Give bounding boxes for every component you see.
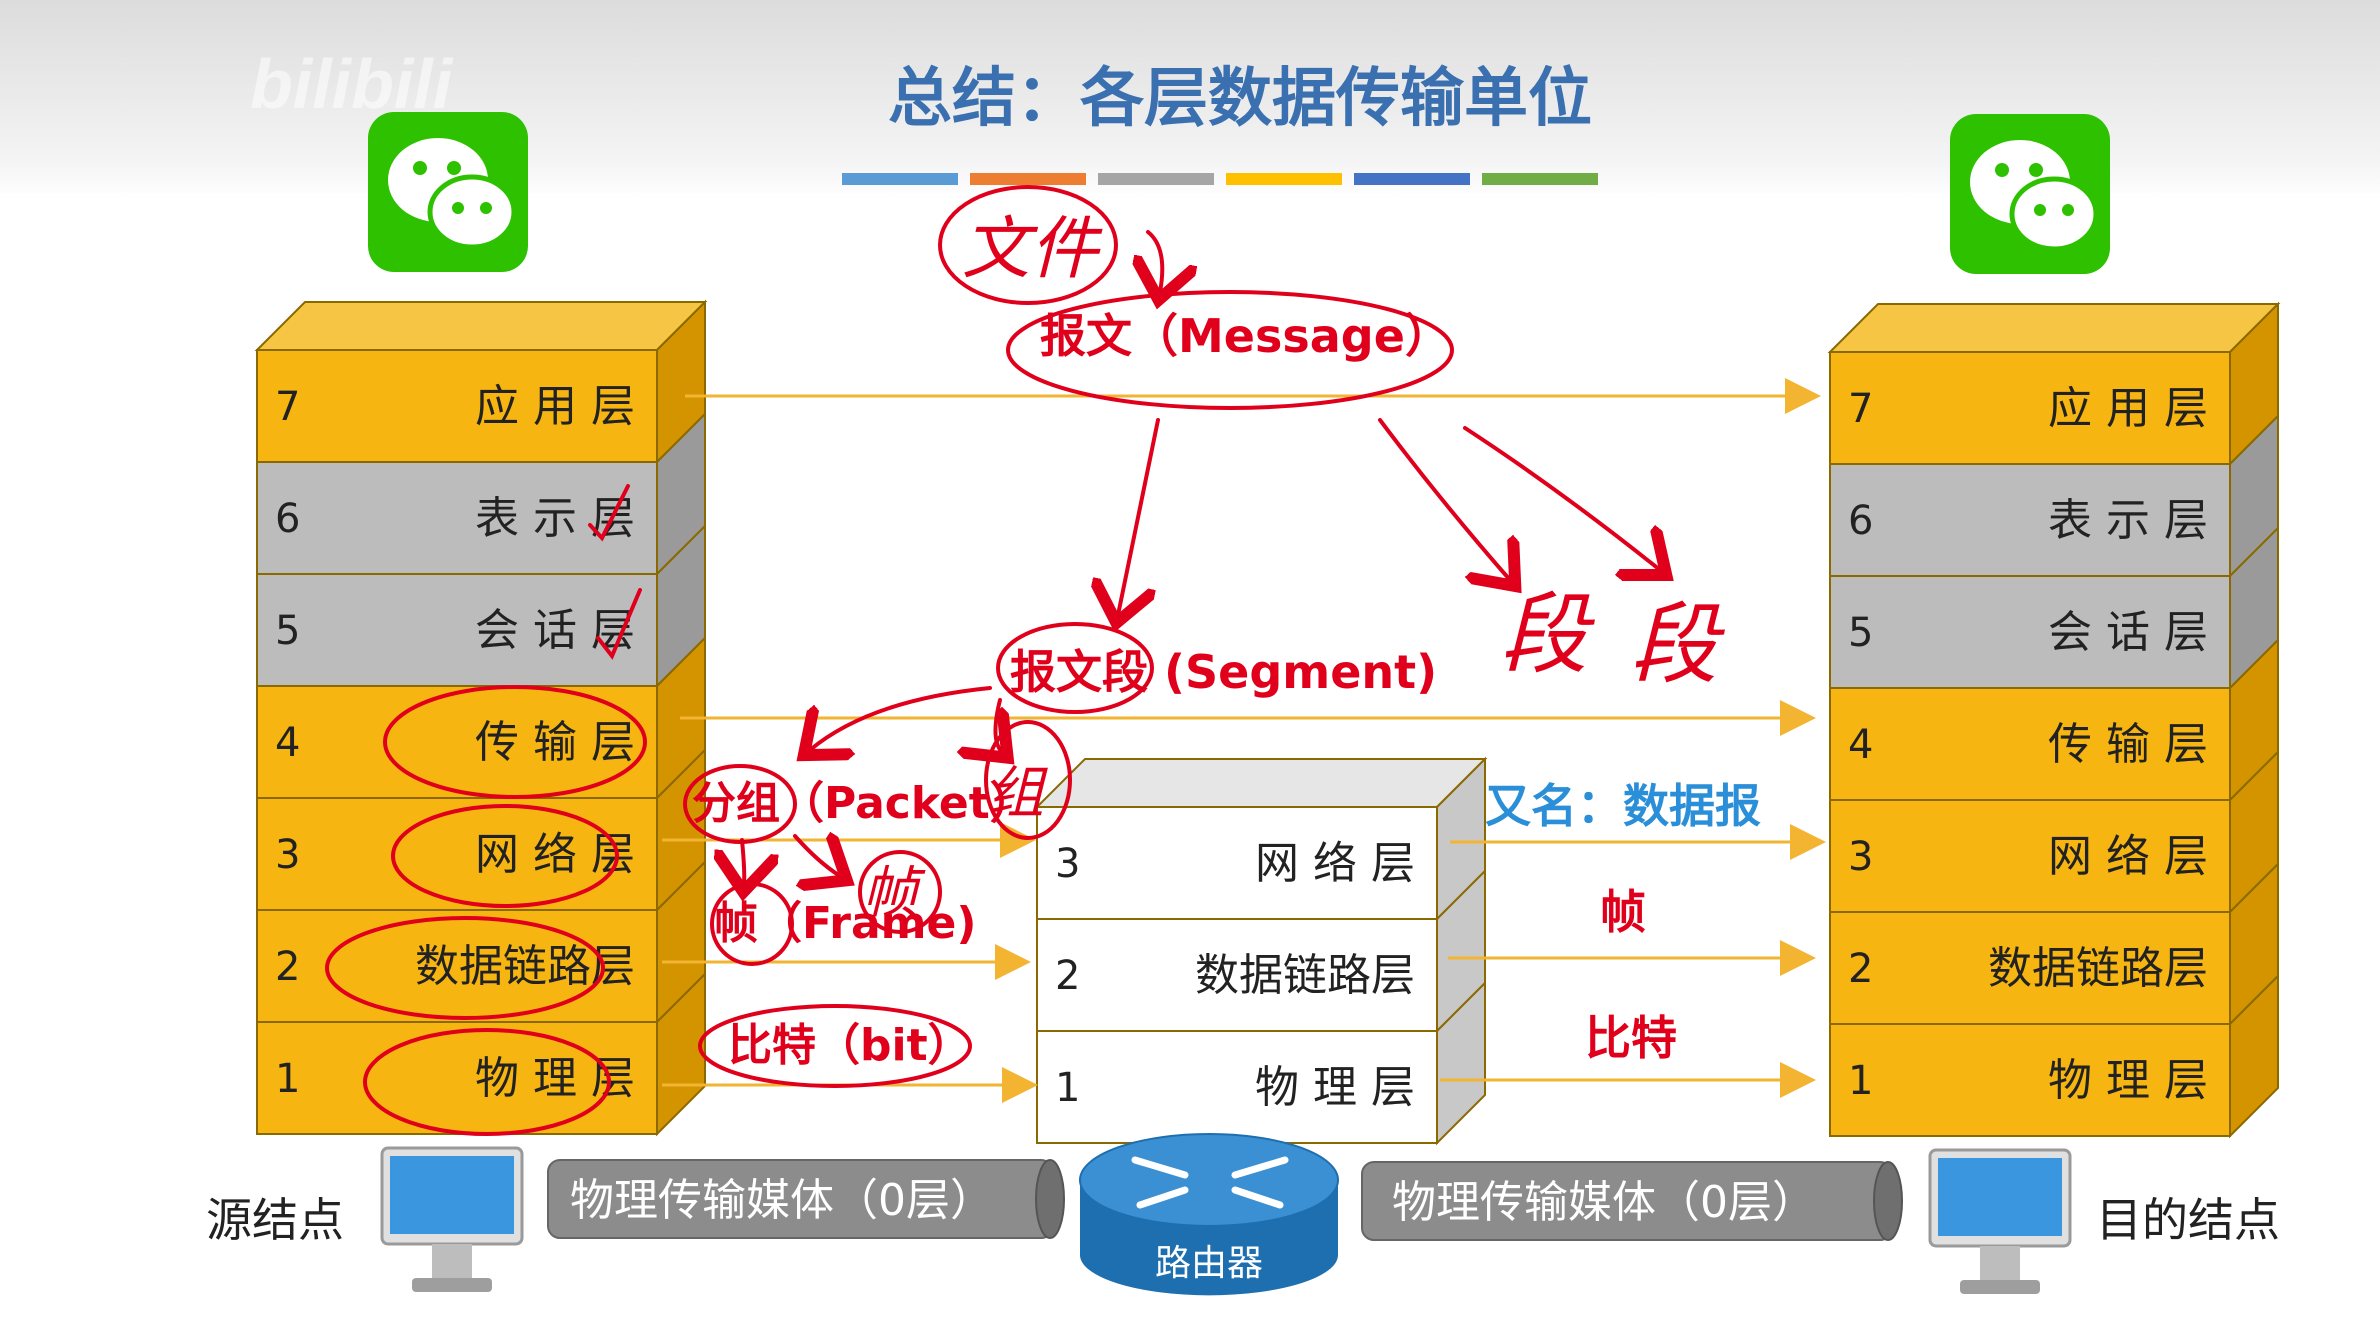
title-color-bars	[842, 173, 1598, 185]
handwritten-annotations	[325, 185, 1660, 1136]
dest-layer-number: 7	[1848, 386, 1873, 432]
source-layer-name: 表 示 层	[475, 493, 635, 544]
title-bar-segment	[842, 173, 958, 185]
unit-packet: 分组（Packet）	[692, 778, 1034, 829]
dest-layer-number: 4	[1848, 722, 1873, 768]
dest-layer-7	[1829, 351, 2231, 465]
wechat-icon	[1950, 114, 2110, 274]
dest-top-face	[1827, 303, 2281, 353]
dest-layer-name: 数据链路层	[1988, 943, 2208, 994]
dest-layer-side	[2229, 973, 2279, 1139]
wechat-icon	[368, 112, 528, 272]
alias-datagram: 又名：数据报	[1485, 779, 1761, 833]
monitor-icon	[1928, 1148, 2072, 1294]
dest-layer-number: 1	[1848, 1058, 1873, 1104]
unit-bit: 比特（bit）	[728, 1020, 972, 1071]
dest-layer-name: 传 输 层	[2048, 719, 2208, 770]
dest-layer-3	[1829, 799, 2231, 913]
unit-frame: 帧（Frame)	[714, 898, 976, 949]
source-top-face	[254, 301, 708, 351]
title-bar-segment	[970, 173, 1086, 185]
source-layer-6	[256, 461, 658, 575]
destination-osi-stack: 7 应 用 层 6 表 示 层 5 会 话 层 4 传 输 层 3 网 络 层 2 数据链路层 1 物 理…	[1827, 301, 2281, 1139]
source-layer-name: 传 输 层	[475, 717, 635, 768]
source-layer-number: 3	[275, 832, 300, 878]
title-bar-segment	[1226, 173, 1342, 185]
unit-segment: 报文段 (Segment)	[1010, 645, 1437, 699]
router-layer-name: 网 络 层	[1255, 838, 1415, 889]
router-label: 路由器	[1155, 1243, 1263, 1284]
handwritten-duan-2: 段	[1630, 593, 1725, 696]
source-layer-number: 4	[275, 720, 300, 766]
medium-right-label: 物理传输媒体（0层）	[1392, 1177, 1816, 1228]
handwritten-zu: 组	[988, 761, 1048, 826]
page-title: 总结：各层数据传输单位	[888, 62, 1592, 136]
physical-medium-left: 物理传输媒体（0层）	[547, 1159, 1065, 1239]
source-layer-number: 1	[275, 1056, 300, 1102]
dest-layer-name: 网 络 层	[2048, 831, 2208, 882]
source-node-label: 源结点	[206, 1193, 344, 1247]
source-layer-1	[256, 1021, 658, 1135]
dest-layer-number: 2	[1848, 946, 1873, 992]
source-layer-name: 物 理 层	[475, 1053, 635, 1104]
handwritten-file: 文件	[962, 210, 1103, 289]
router-layer-number: 1	[1055, 1065, 1080, 1111]
router-layer-name: 物 理 层	[1255, 1062, 1415, 1113]
source-layer-number: 5	[275, 608, 300, 654]
physical-medium-right: 物理传输媒体（0层）	[1361, 1161, 1903, 1241]
source-layer-number: 2	[275, 944, 300, 990]
router-layer-name: 数据链路层	[1195, 950, 1415, 1001]
medium-left-label: 物理传输媒体（0层）	[570, 1175, 994, 1226]
source-layer-number: 6	[275, 496, 300, 542]
dest-layer-name: 表 示 层	[2048, 495, 2208, 546]
title-bar-segment	[1482, 173, 1598, 185]
router-top-face	[1034, 758, 1488, 808]
router-layer-2	[1036, 918, 1438, 1032]
dest-layer-name: 会 话 层	[2048, 607, 2208, 658]
router-layer-number: 3	[1055, 841, 1080, 887]
router-layer-side	[1436, 980, 1486, 1146]
source-layer-name: 应 用 层	[475, 381, 635, 432]
unit-message: 报文（Message）	[1040, 309, 1451, 363]
dest-layer-4	[1829, 687, 2231, 801]
monitor-icon	[380, 1146, 524, 1292]
source-layer-number: 7	[275, 384, 300, 430]
handwritten-duan-1: 段	[1500, 583, 1595, 686]
router-layer-number: 2	[1055, 953, 1080, 999]
dest-layer-6	[1829, 463, 2231, 577]
dest-layer-number: 3	[1848, 834, 1873, 880]
dest-layer-2	[1829, 911, 2231, 1025]
dest-layer-name: 应 用 层	[2048, 383, 2208, 434]
router-stack: 3 网 络 层 2 数据链路层 1 物 理 层	[1034, 756, 1488, 1146]
dest-layer-number: 5	[1848, 610, 1873, 656]
dest-node-label: 目的结点	[2096, 1193, 2280, 1247]
source-layer-5	[256, 573, 658, 687]
dest-layer-name: 物 理 层	[2048, 1055, 2208, 1106]
dest-layer-5	[1829, 575, 2231, 689]
dest-layer-number: 6	[1848, 498, 1873, 544]
right-label-bit: 比特	[1585, 1011, 1677, 1065]
source-layer-name: 会 话 层	[475, 605, 635, 656]
router-layer-3	[1036, 806, 1438, 920]
dest-layer-1	[1829, 1023, 2231, 1137]
title-bar-segment	[1354, 173, 1470, 185]
router-icon: 路由器	[1079, 1133, 1339, 1296]
right-label-frame: 帧	[1600, 885, 1646, 939]
title-bar-segment	[1098, 173, 1214, 185]
source-layer-2	[256, 909, 658, 1023]
watermark-text: bilibili	[250, 45, 454, 123]
handwritten-zhen: 帧	[862, 861, 926, 926]
